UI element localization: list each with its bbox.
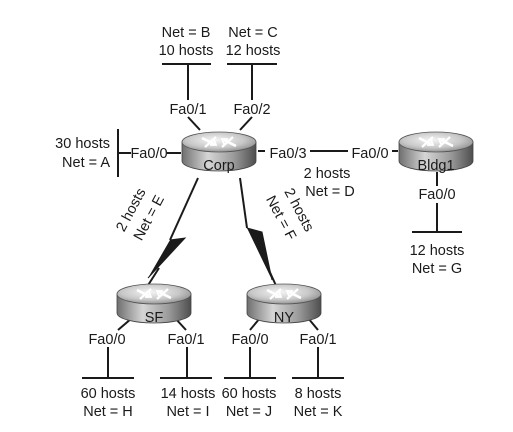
lan-k-segment <box>292 317 344 379</box>
router-bldg1[interactable]: Bldg1 <box>397 130 475 174</box>
corp-fa02-label: Fa0/2 <box>233 102 270 118</box>
router-sf-label: SF <box>145 310 164 326</box>
lan-j-segment <box>224 317 276 379</box>
router-ny-label: NY <box>274 310 294 326</box>
corp-fa01-label: Fa0/1 <box>169 102 206 118</box>
lan-a-hosts: 30 hosts <box>55 136 110 152</box>
lan-b-segment <box>162 63 211 131</box>
bldg1-fa00-left-label: Fa0/0 <box>351 146 388 162</box>
lan-h-segment <box>82 317 134 379</box>
lan-a-net: Net = A <box>62 155 110 171</box>
lan-c-net: Net = C <box>228 25 278 41</box>
serial-link-e <box>144 177 199 291</box>
router-corp-label: Corp <box>203 158 234 174</box>
ny-fa01-label: Fa0/1 <box>299 332 336 348</box>
sf-fa01-label: Fa0/1 <box>167 332 204 348</box>
link-d-net: Net = D <box>305 184 355 200</box>
lan-i-net: Net = I <box>166 404 209 420</box>
lan-c-segment <box>227 63 277 131</box>
bldg1-fa00-bottom-label: Fa0/0 <box>418 187 455 203</box>
lan-j-net: Net = J <box>226 404 272 420</box>
lan-a-segment <box>117 129 181 177</box>
lan-h-hosts: 60 hosts <box>81 386 136 402</box>
serial-link-f <box>239 177 279 291</box>
lan-g-hosts: 12 hosts <box>410 243 465 259</box>
lan-k-net: Net = K <box>294 404 343 420</box>
ny-fa00-label: Fa0/0 <box>231 332 268 348</box>
sf-fa00-label: Fa0/0 <box>88 332 125 348</box>
lan-b-net: Net = B <box>162 25 211 41</box>
lan-c-hosts: 12 hosts <box>226 43 281 59</box>
router-bldg1-label: Bldg1 <box>417 158 454 174</box>
lan-g-segment <box>412 172 462 233</box>
lan-h-net: Net = H <box>83 404 133 420</box>
corp-fa03-label: Fa0/3 <box>269 146 306 162</box>
lan-b-hosts: 10 hosts <box>159 43 214 59</box>
corp-fa00-label: Fa0/0 <box>130 146 167 162</box>
lan-j-hosts: 60 hosts <box>222 386 277 402</box>
link-d-hosts: 2 hosts <box>304 166 351 182</box>
router-corp[interactable]: Corp <box>180 130 258 174</box>
lan-i-segment <box>160 317 212 379</box>
lan-k-hosts: 8 hosts <box>295 386 342 402</box>
router-ny[interactable]: NY <box>245 282 323 326</box>
lan-i-hosts: 14 hosts <box>161 386 216 402</box>
router-sf[interactable]: SF <box>115 282 193 326</box>
lan-g-net: Net = G <box>412 261 462 277</box>
